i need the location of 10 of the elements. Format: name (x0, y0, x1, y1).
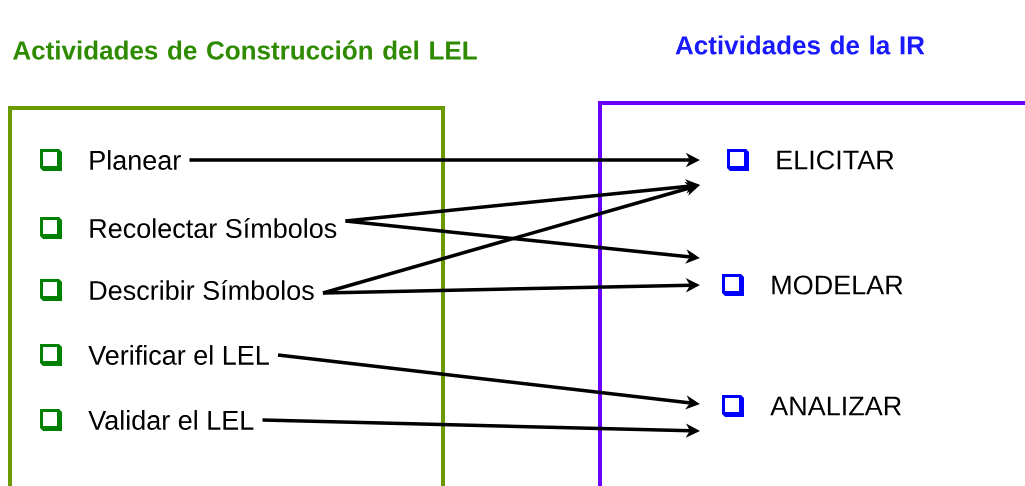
list-item: Verificar el LEL (88, 345, 269, 365)
list-item: Recolectar Símbolos (90, 217, 337, 239)
panel-heading: Actividades de Construcción del LEL (13, 40, 477, 60)
list-item: ELICITAR (777, 150, 894, 170)
panel-heading: Actividades de la IR (675, 35, 925, 55)
list-item: Planear (90, 150, 181, 170)
list-item: Describir Símbolos (90, 279, 314, 301)
list-item: Validar el LEL (88, 410, 254, 430)
list-item: ANALIZAR (770, 396, 901, 416)
list-item: MODELAR (772, 275, 903, 295)
